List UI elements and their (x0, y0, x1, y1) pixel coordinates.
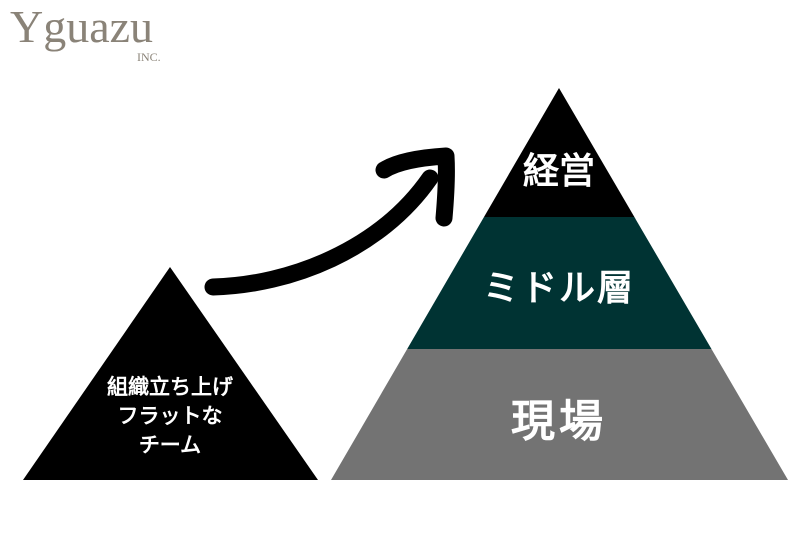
flat-team-label: 組織立ち上げ フラットな チーム (70, 373, 270, 460)
company-logo: Yguazu INC. (10, 1, 161, 65)
pyramid-layer-field (331, 349, 788, 480)
logo-name: Yguazu (10, 1, 154, 52)
flat-team-label-line-2: フラットな (117, 404, 223, 428)
middle-layer-label: ミドル層 (482, 268, 635, 309)
growth-arrow-icon (204, 147, 455, 296)
flat-team-triangle (23, 267, 318, 480)
management-label: 経営 (522, 151, 595, 192)
field-label: 現場 (511, 396, 607, 447)
flat-team-label-line-1: 組織立ち上げ (107, 375, 233, 399)
logo-suffix: INC. (137, 50, 161, 64)
flat-team-label-line-3: チーム (138, 433, 202, 457)
